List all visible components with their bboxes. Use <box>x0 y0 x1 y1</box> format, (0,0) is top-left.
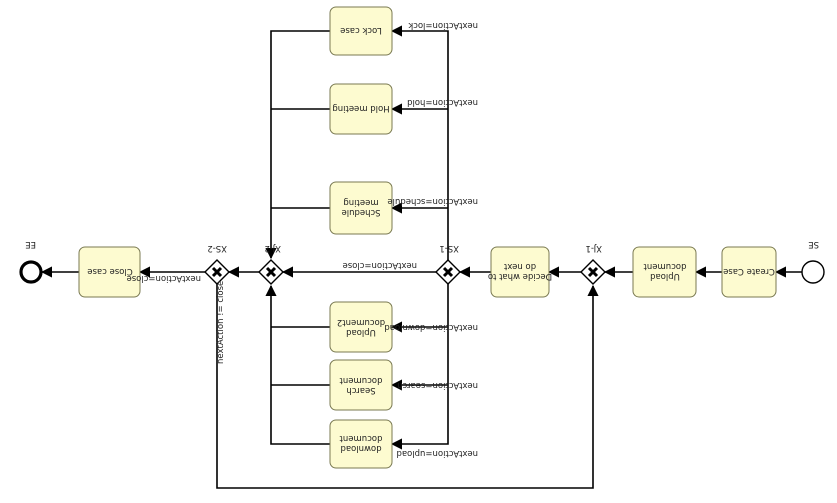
gateway-xs1[interactable] <box>435 259 461 285</box>
task-label-download-1: download <box>340 443 381 453</box>
task-upload-document2[interactable] <box>329 301 393 353</box>
task-label-upload-document-2: document <box>643 261 687 271</box>
labels: SE EE Create Case Upload document Decide… <box>25 20 819 458</box>
condition-hold: nextAction=hold <box>407 97 478 107</box>
flow-xs2-loop-to-xj1 <box>216 284 599 489</box>
gateway-xj2[interactable] <box>258 259 284 285</box>
condition-search: nextAction=search <box>397 380 478 390</box>
task-label-close-case: Close case <box>87 266 132 276</box>
flow-xs1-to-download <box>390 284 449 450</box>
task-search-document[interactable] <box>329 359 393 411</box>
condition-close-xs2: nextAction=close <box>127 273 201 283</box>
gateway-label-xj2: XJ-2 <box>264 243 281 253</box>
task-schedule-meeting[interactable] <box>329 181 393 235</box>
task-close-case[interactable] <box>78 246 141 298</box>
task-label-upload2-1: Upload <box>346 327 376 337</box>
end-event-label: EE <box>25 239 36 249</box>
end-event[interactable] <box>19 260 43 284</box>
condition-not-close: nextAction != close <box>216 281 226 364</box>
gateway-label-xj1: XJ-1 <box>585 243 602 253</box>
flow-lock-to-xj2 <box>265 30 330 260</box>
task-label-decide-2: do next <box>503 261 536 271</box>
gateway-xs2[interactable] <box>204 259 230 285</box>
condition-lock: nextAction=lock <box>408 20 478 30</box>
task-label-lock-case: Lock case <box>340 25 382 35</box>
task-label-search-1: Search <box>346 385 375 395</box>
task-label-hold-meeting: Hold meeting <box>332 103 389 113</box>
task-hold-meeting[interactable] <box>329 83 393 135</box>
task-decide-what-to-do-next[interactable] <box>490 246 550 298</box>
sequence-flows <box>40 25 802 489</box>
gateway-xj1[interactable] <box>580 259 606 285</box>
condition-schedule: nextAction=schedule <box>387 196 478 206</box>
flow-xs1-to-lock <box>390 25 449 260</box>
start-event[interactable] <box>801 260 825 284</box>
task-upload-document[interactable] <box>632 246 697 298</box>
task-label-schedule-2: meeting <box>343 197 378 207</box>
condition-close-xs1: nextAction=close <box>343 260 417 270</box>
task-label-schedule-1: Schedule <box>341 207 380 217</box>
task-label-decide-1: Decide what to <box>488 271 552 281</box>
condition-upload: nextAction=upload <box>396 448 478 458</box>
gateway-label-xs1: XS-1 <box>439 243 459 253</box>
task-label-upload2-2: document2 <box>337 317 385 327</box>
task-lock-case[interactable] <box>329 6 393 56</box>
condition-download: nextAction=download <box>384 322 478 332</box>
task-label-search-2: document <box>339 375 383 385</box>
task-label-create-case: Create Case <box>723 266 775 276</box>
flow-download-to-xj2 <box>265 284 330 445</box>
task-label-upload-document-1: Upload <box>650 271 680 281</box>
task-label-download-2: document <box>339 433 383 443</box>
task-create-case[interactable] <box>721 246 777 298</box>
start-event-label: SE <box>808 239 819 249</box>
gateway-label-xs2: XS-2 <box>207 243 227 253</box>
task-download-document[interactable] <box>329 419 393 469</box>
